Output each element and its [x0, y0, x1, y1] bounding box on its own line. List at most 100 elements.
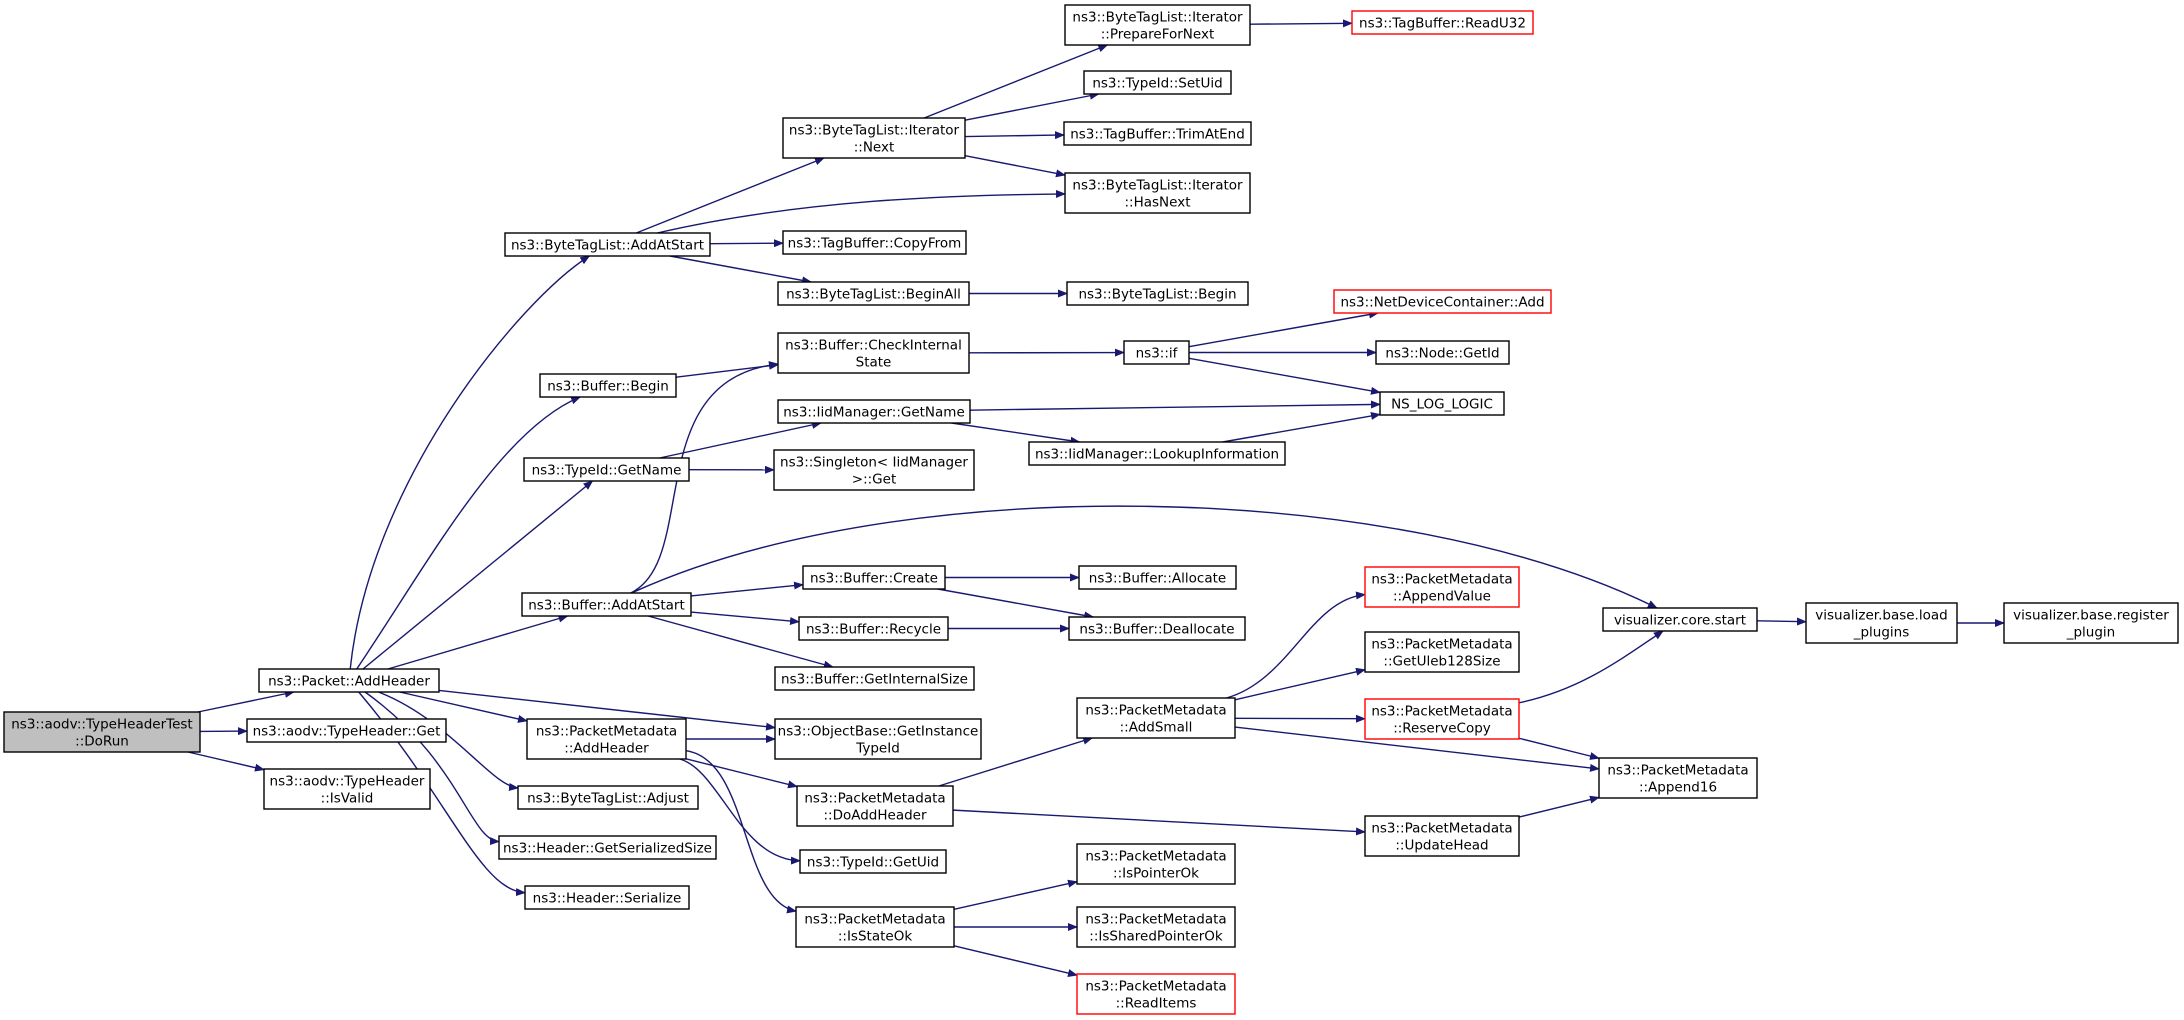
node-pm_updatehead[interactable]: ns3::PacketMetadata::UpdateHead — [1364, 815, 1520, 857]
node-label: ns3::aodv::TypeHeader::Get — [253, 724, 441, 740]
node-header_getsersize[interactable]: ns3::Header::GetSerializedSize — [498, 835, 717, 860]
node-label: ::ReadItems — [1116, 996, 1197, 1012]
node-label: ns3::PacketMetadata — [1371, 821, 1512, 837]
node-buffer_allocate[interactable]: ns3::Buffer::Allocate — [1078, 565, 1237, 590]
node-netdevcontainer_add[interactable]: ns3::NetDeviceContainer::Add — [1333, 289, 1552, 314]
edges-layer — [187, 19, 2005, 977]
node-label: TypeId — [855, 741, 900, 757]
node-btl_beginall[interactable]: ns3::ByteTagList::BeginAll — [777, 281, 970, 306]
node-label: ::AppendValue — [1393, 589, 1491, 605]
edge-btl_addatstart-to-btl_it_hasnext — [657, 189, 1066, 234]
node-label: ::Append16 — [1639, 780, 1717, 796]
node-label: ns3::PacketMetadata — [1085, 912, 1226, 928]
node-buffer_recycle[interactable]: ns3::Buffer::Recycle — [798, 616, 949, 641]
node-label: ::Next — [854, 140, 895, 156]
node-btl_it_preparefornext[interactable]: ns3::ByteTagList::Iterator::PrepareForNe… — [1064, 4, 1251, 46]
node-label: >::Get — [852, 472, 896, 488]
node-box — [521, 592, 692, 617]
node-buffer_deallocate[interactable]: ns3::Buffer::Deallocate — [1068, 616, 1246, 641]
node-iid_lookupinfo[interactable]: ns3::IidManager::LookupInformation — [1028, 441, 1286, 466]
node-buffer_addatstart[interactable]: ns3::Buffer::AddAtStart — [521, 592, 692, 617]
node-box — [1078, 565, 1237, 590]
edge-pm_doaddheader-to-pm_addsmall — [938, 736, 1094, 787]
node-buffer_getinternalsize[interactable]: ns3::Buffer::GetInternalSize — [774, 666, 975, 691]
node-label: ns3::Header::GetSerializedSize — [503, 841, 712, 857]
node-ns_log_logic[interactable]: NS_LOG_LOGIC — [1379, 391, 1505, 416]
node-box — [1598, 757, 1758, 799]
node-typeheader_get[interactable]: ns3::aodv::TypeHeader::Get — [246, 718, 447, 743]
node-buffer_begin[interactable]: ns3::Buffer::Begin — [539, 373, 677, 398]
node-label: ::IsStateOk — [838, 929, 912, 945]
node-tagbuffer_trimatend[interactable]: ns3::TagBuffer::TrimAtEnd — [1063, 121, 1252, 146]
node-viz_base_load[interactable]: visualizer.base.load_plugins — [1805, 602, 1958, 644]
node-pm_doaddheader[interactable]: ns3::PacketMetadata::DoAddHeader — [796, 785, 954, 827]
node-label: ns3::Node::GetId — [1385, 346, 1499, 362]
node-label: NS_LOG_LOGIC — [1391, 397, 1493, 413]
node-label: ns3::Buffer::Create — [810, 571, 938, 587]
node-node_getid[interactable]: ns3::Node::GetId — [1375, 340, 1510, 365]
node-label: ns3::PacketMetadata — [804, 912, 945, 928]
node-box — [246, 718, 447, 743]
node-box — [1364, 815, 1520, 857]
node-box — [1123, 340, 1190, 365]
edge-ns3_if-to-ns_log_logic — [1188, 357, 1381, 395]
node-btl_begin[interactable]: ns3::ByteTagList::Begin — [1066, 281, 1249, 306]
node-viz_core_start[interactable]: visualizer.core.start — [1602, 607, 1758, 632]
node-box — [1064, 172, 1251, 214]
node-box — [796, 785, 954, 827]
node-tagbuffer_readu32[interactable]: ns3::TagBuffer::ReadU32 — [1351, 10, 1534, 35]
node-box — [1805, 602, 1958, 644]
node-box — [1083, 70, 1232, 95]
node-label: ns3::if — [1136, 346, 1179, 362]
node-label: ns3::Packet::AddHeader — [268, 674, 430, 690]
node-label: ::GetUleb128Size — [1383, 654, 1500, 670]
node-label: ns3::NetDeviceContainer::Add — [1340, 295, 1544, 311]
node-typeid_getname[interactable]: ns3::TypeId::GetName — [523, 457, 690, 482]
node-pm_reservecopy[interactable]: ns3::PacketMetadata::ReserveCopy — [1364, 698, 1520, 740]
node-typeid_setuid[interactable]: ns3::TypeId::SetUid — [1083, 70, 1232, 95]
node-typeid_getuid[interactable]: ns3::TypeId::GetUid — [799, 849, 947, 874]
node-box — [777, 281, 970, 306]
node-pm_ispointerok[interactable]: ns3::PacketMetadata::IsPointerOk — [1076, 843, 1236, 885]
node-label: ns3::Buffer::Allocate — [1089, 571, 1226, 587]
node-tagbuffer_copyfrom[interactable]: ns3::TagBuffer::CopyFrom — [782, 230, 967, 255]
edge-addheader-to-typeid_getname — [362, 480, 594, 670]
node-btl_addatstart[interactable]: ns3::ByteTagList::AddAtStart — [504, 232, 711, 257]
node-box — [504, 232, 711, 257]
node-btl_it_next[interactable]: ns3::ByteTagList::Iterator::Next — [782, 117, 966, 159]
node-viz_base_register[interactable]: visualizer.base.register_plugin — [2003, 602, 2179, 644]
node-singleton_get[interactable]: ns3::Singleton< IidManager >::Get — [773, 449, 975, 491]
nodes-layer: ns3::aodv::TypeHeaderTest::DoRunns3::Pac… — [3, 4, 2179, 1015]
node-pm_getuleb128size[interactable]: ns3::PacketMetadata::GetUleb128Size — [1364, 631, 1520, 673]
edge-pm_addsmall-to-pm_getuleb128size — [1234, 667, 1366, 701]
node-label: ns3::PacketMetadata — [1371, 637, 1512, 653]
node-addheader[interactable]: ns3::Packet::AddHeader — [258, 668, 440, 693]
node-label: ns3::PacketMetadata — [1085, 703, 1226, 719]
node-pm_addheader[interactable]: ns3::PacketMetadata::AddHeader — [526, 718, 687, 760]
node-box — [774, 666, 975, 691]
node-pm_appendvalue[interactable]: ns3::PacketMetadata::AppendValue — [1364, 566, 1520, 608]
node-box — [1068, 616, 1246, 641]
node-pm_issharedpointerok[interactable]: ns3::PacketMetadata::IsSharedPointerOk — [1076, 906, 1236, 948]
node-dorun[interactable]: ns3::aodv::TypeHeaderTest::DoRun — [3, 711, 201, 753]
node-iid_getname[interactable]: ns3::IidManager::GetName — [777, 399, 971, 424]
edge-addheader-to-pm_addheader — [399, 691, 528, 723]
node-pm_isstateok[interactable]: ns3::PacketMetadata::IsStateOk — [795, 906, 955, 948]
node-btl_adjust[interactable]: ns3::ByteTagList::Adjust — [517, 785, 699, 810]
edge-pm_addsmall-to-pm_append16 — [1234, 726, 1600, 772]
node-btl_it_hasnext[interactable]: ns3::ByteTagList::Iterator::HasNext — [1064, 172, 1251, 214]
node-typeheader_isvalid[interactable]: ns3::aodv::TypeHeader::IsValid — [263, 768, 431, 810]
node-pm_append16[interactable]: ns3::PacketMetadata::Append16 — [1598, 757, 1758, 799]
node-box — [799, 849, 947, 874]
node-ns3_if[interactable]: ns3::if — [1123, 340, 1190, 365]
node-label: ns3::PacketMetadata — [1371, 704, 1512, 720]
node-box — [1379, 391, 1505, 416]
node-header_serialize[interactable]: ns3::Header::Serialize — [524, 885, 690, 910]
node-pm_addsmall[interactable]: ns3::PacketMetadata::AddSmall — [1076, 697, 1236, 739]
node-label: ::DoAddHeader — [823, 808, 926, 824]
node-pm_readitems[interactable]: ns3::PacketMetadata::ReadItems — [1076, 973, 1236, 1015]
node-buffer_create[interactable]: ns3::Buffer::Create — [802, 565, 946, 590]
node-label: ns3::Singleton< IidManager — [780, 455, 968, 471]
